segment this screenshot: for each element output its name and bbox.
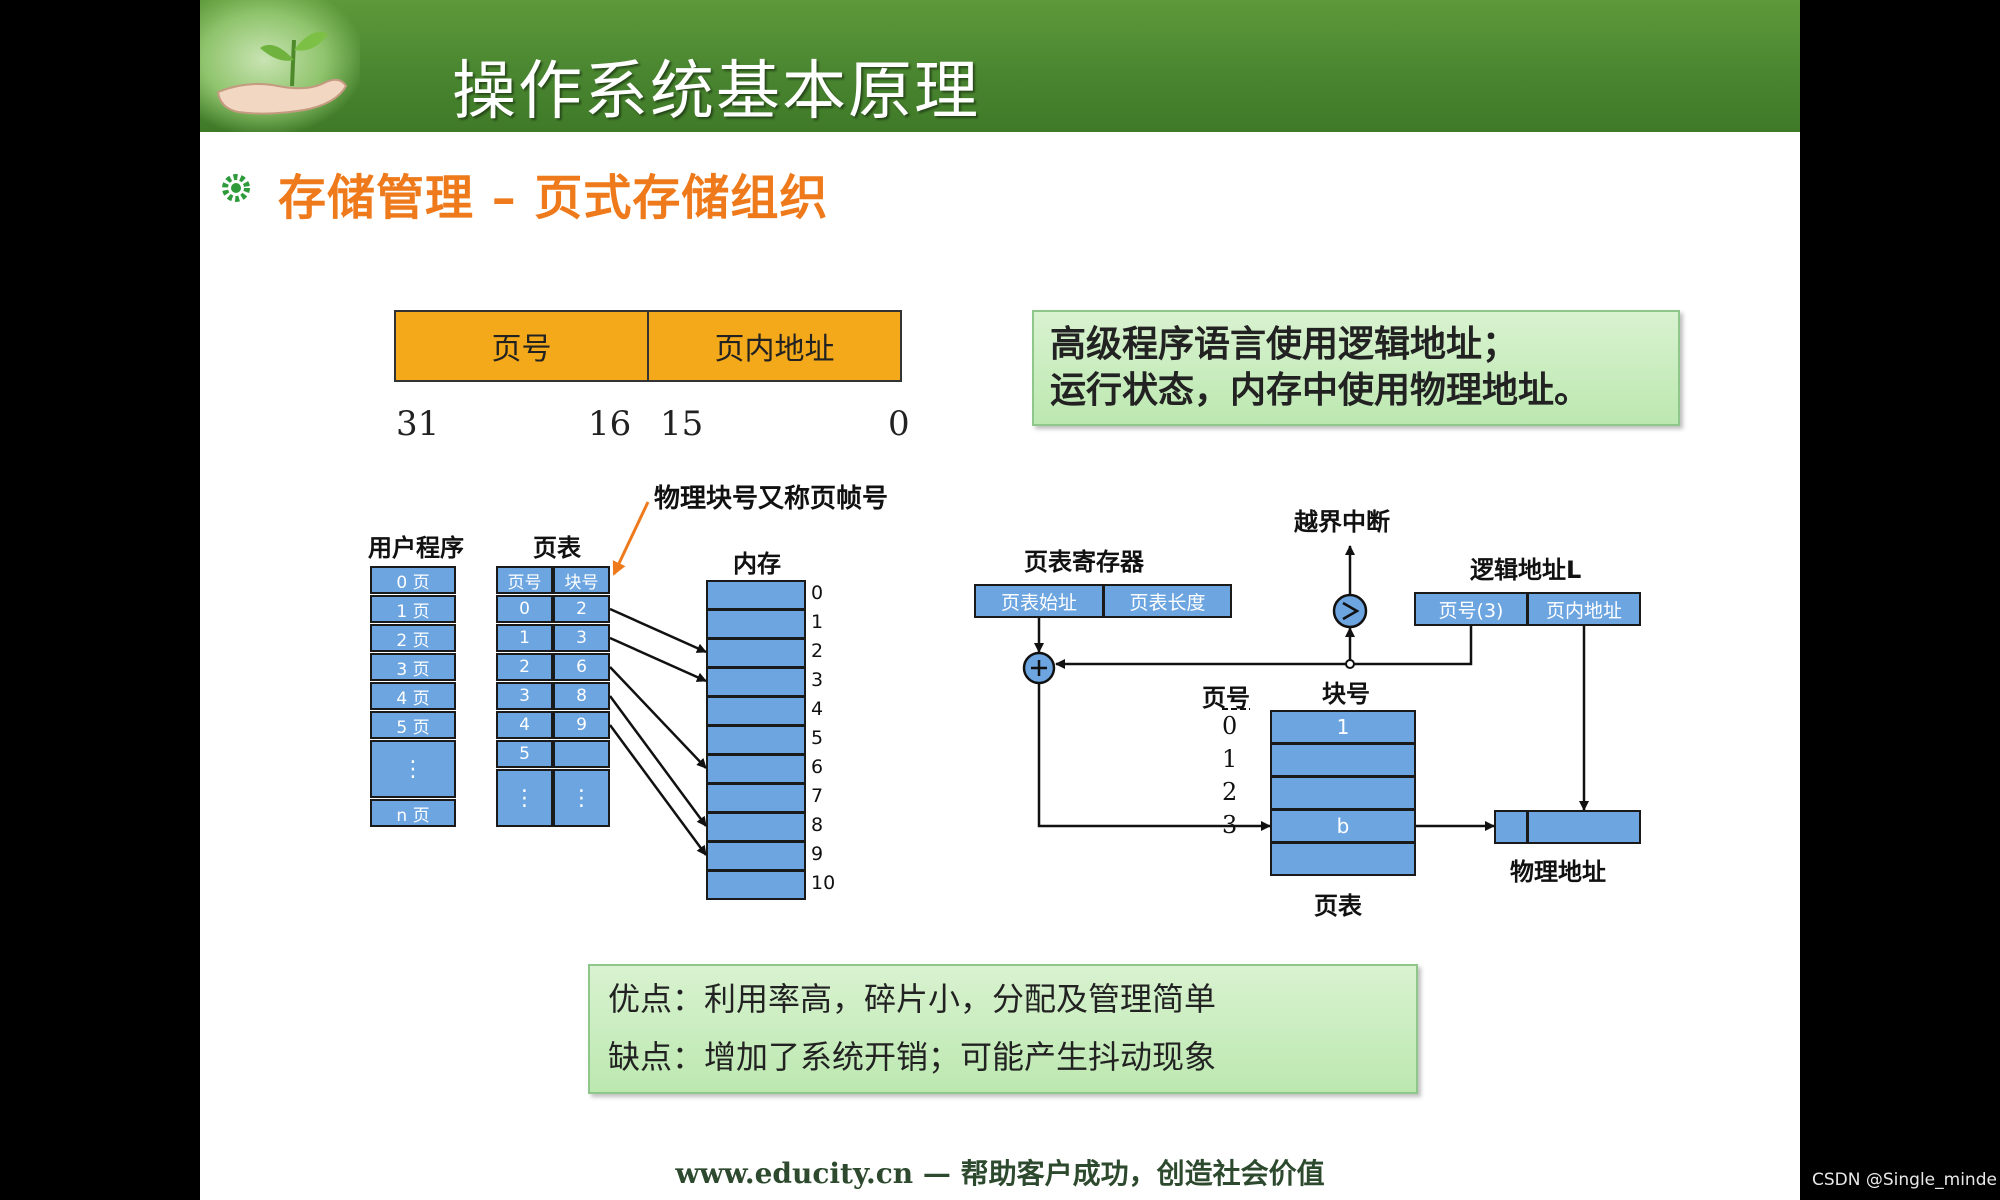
page-table-cell: 1 [496,624,553,652]
adder-icon [1022,651,1056,685]
memory-block-number: 4 [811,698,824,720]
physical-offset-field [1527,810,1641,844]
user-page: 2 页 [370,624,456,652]
user-page: 5 页 [370,711,456,739]
memory-block-number: 0 [811,582,824,604]
page-table-cell [553,740,610,768]
page-table-length-field: 页表长度 [1103,584,1232,618]
logical-page-number-field: 页号(3) [1414,592,1528,626]
page-table-ellipsis: ⋮ [553,769,610,827]
hand-seedling-icon [216,32,348,115]
page-table-cell: 6 [553,653,610,681]
page-number: 2 [1222,778,1238,806]
page-table-register-label: 页表寄存器 [1024,548,1144,576]
callout-arrow [612,501,650,576]
logical-address-label: 逻辑地址L [1470,556,1582,584]
address-note: 高级程序语言使用逻辑地址； 运行状态，内存中使用物理地址。 [1032,310,1680,426]
user-program-label: 用户程序 [368,534,464,562]
page-table-cell: 3 [496,682,553,710]
page-to-adder-line [1055,626,1473,669]
disadvantages-text: 缺点：增加了系统开销；可能产生抖动现象 [608,1038,1217,1076]
page-table-cell: 5 [496,740,553,768]
page-table-entry [1270,842,1416,876]
page-table-caption: 页表 [1314,892,1362,920]
out-of-bounds-interrupt-label: 越界中断 [1294,508,1390,536]
page-table-header: 页号 [496,566,553,594]
page-table-cell: 4 [496,711,553,739]
memory-label: 内存 [733,550,781,578]
csdn-watermark: CSDN @Single_minde [1812,1170,1997,1190]
page-number-field: 页号 [396,312,649,380]
mapping-arrow [608,695,708,827]
pros-cons-box: 优点：利用率高，碎片小，分配及管理简单 缺点：增加了系统开销；可能产生抖动现象 [588,964,1418,1094]
user-page: 0 页 [370,566,456,594]
memory-block-number: 3 [811,669,824,691]
section-title: 存储管理 – 页式存储组织 [278,170,829,226]
page-table-ellipsis: ⋮ [496,769,553,827]
mapping-arrow [609,666,707,769]
bit-16: 16 [588,404,632,444]
user-page: 4 页 [370,682,456,710]
bit-15: 15 [660,404,704,444]
slide: 操作系统基本原理 存储管理 – 页式存储组织 页号 页内地址 31 16 15 … [200,0,1800,1200]
mapping-arrow [608,724,708,856]
page-number: 0 [1222,712,1238,740]
user-page-ellipsis: ⋮ [370,740,456,798]
page-table-cell: 9 [553,711,610,739]
memory-block-number: 7 [811,785,824,807]
page-number: 1 [1222,745,1238,773]
diagram-connectors [608,501,1589,856]
main-title: 操作系统基本原理 [452,55,980,129]
bit-31: 31 [396,404,440,444]
footer-slogan: www.educity.cn — 帮助客户成功，创造社会价值 [675,1157,1325,1190]
frame-callout: 物理块号又称页帧号 [654,484,889,514]
adder-to-table-line [1037,684,1271,831]
memory-block-number: 9 [811,843,824,865]
memory-block-number: 6 [811,756,824,778]
header-bar: 操作系统基本原理 [200,0,1800,132]
page-table-cell: 8 [553,682,610,710]
memory-block-number: 1 [811,611,824,633]
page-offset-field: 页内地址 [714,332,835,367]
memory-block [706,667,806,697]
user-page: 3 页 [370,653,456,681]
memory-block [706,870,806,900]
page-table-header: 块号 [553,566,610,594]
physical-block-field [1494,810,1528,844]
user-page: 1 页 [370,595,456,623]
mapping-arrow [609,607,707,654]
memory-block-number: 2 [811,640,824,662]
comparator-icon [1332,593,1368,629]
page-table-cell: 2 [553,595,610,623]
logical-offset-field: 页内地址 [1527,592,1641,626]
page-table-cell: 3 [553,624,610,652]
page-table-cell: 0 [496,595,553,623]
branch-node [1345,659,1355,669]
page-table-cell: 2 [496,653,553,681]
mapping-arrow [609,636,707,683]
note-line: 高级程序语言使用逻辑地址； [1050,324,1519,365]
page-table-entry [1270,776,1416,810]
page-number-label: 页号 [1202,684,1250,712]
note-line: 运行状态，内存中使用物理地址。 [1050,370,1591,411]
bit-0: 0 [888,404,910,444]
user-page: n 页 [370,799,456,827]
gear-bullet-icon [222,174,250,202]
memory-block-number: 8 [811,814,824,836]
block-number-label: 块号 [1322,680,1370,708]
memory-block-number: 10 [811,872,836,894]
advantages-text: 优点：利用率高，碎片小，分配及管理简单 [608,980,1217,1018]
memory-block [706,609,806,639]
logical-address-format: 页号 页内地址 [394,310,902,382]
memory-block-number: 5 [811,727,824,749]
physical-address-label: 物理地址 [1510,858,1606,886]
page-table-base-field: 页表始址 [974,584,1104,618]
page-table-label: 页表 [533,534,581,562]
